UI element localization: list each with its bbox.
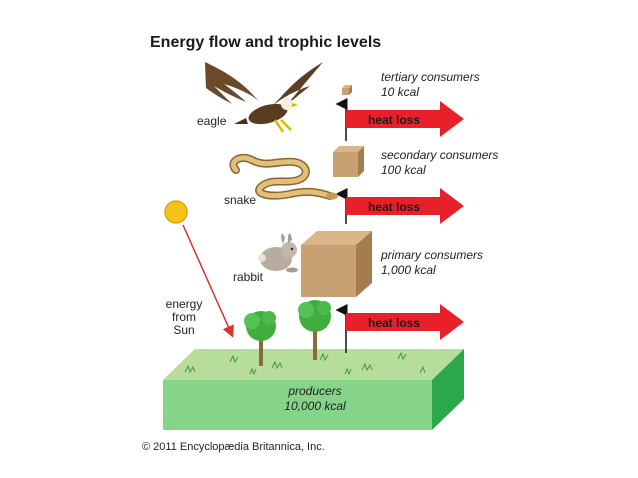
level-energy: 10 kcal: [381, 85, 420, 99]
heat-loss-arrow-tertiary: heat loss: [346, 101, 464, 137]
heat-loss-label: heat loss: [368, 200, 420, 214]
tree-icon: [244, 311, 276, 366]
heat-loss-label: heat loss: [368, 113, 420, 127]
tertiary-cube: [342, 85, 352, 95]
secondary-cube: [333, 146, 364, 177]
sun-label-line: from: [172, 310, 196, 324]
producers-block: [163, 349, 464, 430]
snake-icon: [229, 153, 338, 200]
level-name: producers: [288, 384, 342, 398]
eagle-icon: [205, 62, 323, 133]
rabbit-label: rabbit: [233, 270, 264, 284]
level-energy: 100 kcal: [381, 163, 426, 177]
primary-level-label: primary consumers 1,000 kcal: [381, 248, 483, 278]
sun-label-line: Sun: [173, 323, 195, 337]
sun-energy-arrow: [182, 224, 234, 338]
level-name: secondary consumers: [381, 148, 499, 162]
tertiary-level-label: tertiary consumers 10 kcal: [381, 70, 480, 100]
producers-label: producers 10,000 kcal: [240, 384, 390, 414]
grass-tufts: [184, 351, 426, 376]
eagle-label: eagle: [197, 114, 227, 128]
primary-cube: [301, 231, 372, 297]
level-energy: 1,000 kcal: [381, 263, 436, 277]
sun-icon: [164, 200, 188, 224]
level-name: primary consumers: [381, 248, 484, 262]
snake-label: snake: [224, 193, 257, 207]
level-name: tertiary consumers: [381, 70, 480, 84]
diagram-title: Energy flow and trophic levels: [150, 34, 382, 51]
rabbit-icon: [258, 233, 298, 273]
tree-icon: [298, 300, 331, 360]
sun-energy-label: energy from Sun: [162, 298, 206, 337]
secondary-level-label: secondary consumers 100 kcal: [381, 148, 498, 178]
copyright-credit: © 2011 Encyclopædia Britannica, Inc.: [142, 441, 325, 453]
heat-loss-arrow-primary: heat loss: [346, 304, 464, 340]
level-energy: 10,000 kcal: [284, 399, 346, 413]
heat-loss-label: heat loss: [368, 316, 420, 330]
sun-label-line: energy: [165, 297, 203, 311]
heat-loss-arrow-secondary: heat loss: [346, 188, 464, 224]
